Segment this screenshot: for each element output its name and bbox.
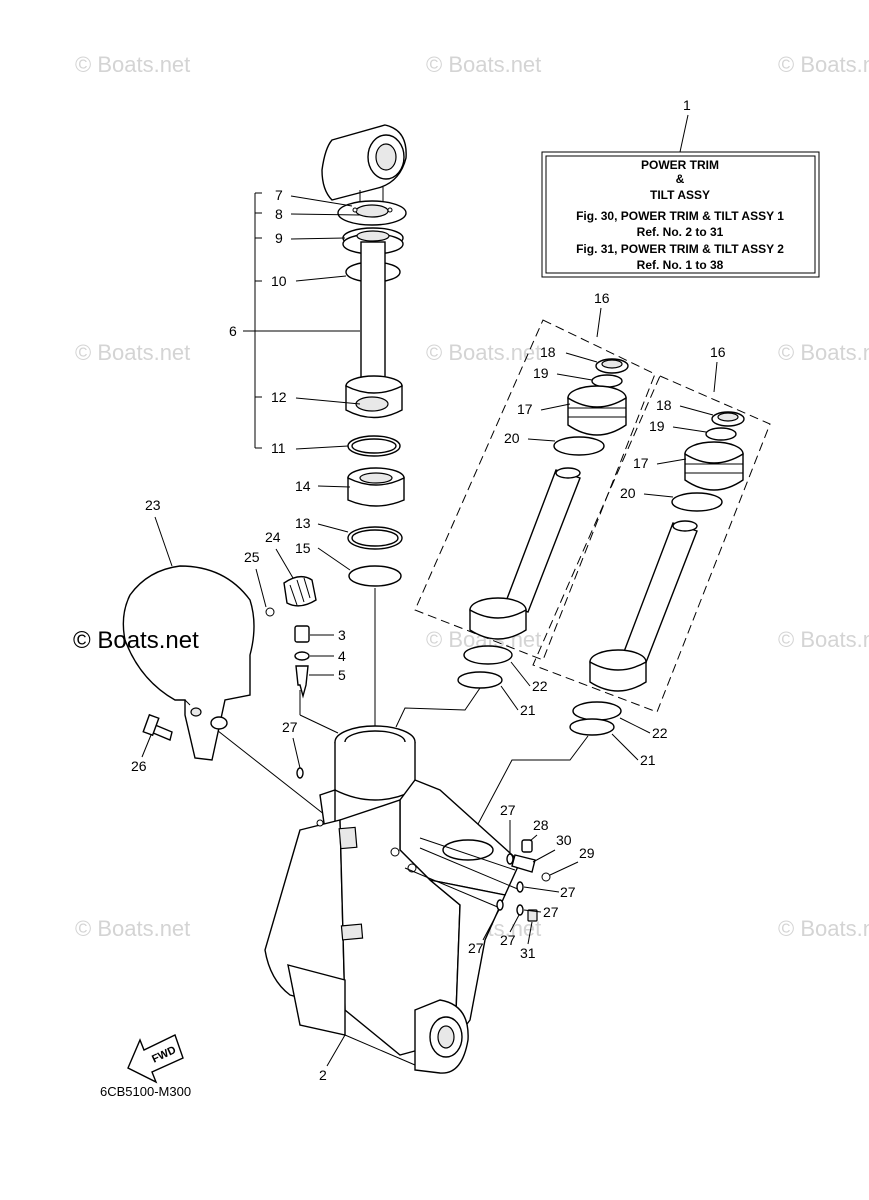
callout-29: 29	[579, 845, 595, 861]
title-line4: Fig. 30, POWER TRIM & TILT ASSY 1	[576, 209, 784, 223]
title-line7: Ref. No. 1 to 38	[637, 258, 724, 272]
callout-10: 10	[271, 273, 287, 289]
title-line1: POWER TRIM	[641, 158, 719, 172]
watermark: © Boats.net	[75, 52, 190, 77]
title-box: 1 POWER TRIM & TILT ASSY Fig. 30, POWER …	[541, 97, 820, 278]
trim-cylinder-right	[532, 375, 771, 736]
watermark: © Boats.net	[778, 52, 869, 77]
callout-17b: 17	[633, 455, 649, 471]
callout-13: 13	[295, 515, 311, 531]
watermark: © Boats.net	[426, 52, 541, 77]
callout-16b: 16	[710, 344, 726, 360]
diagram-code: 6CB5100-M300	[100, 1084, 191, 1099]
fwd-arrow-icon: FWD	[127, 1034, 184, 1084]
callout-22b: 22	[652, 725, 668, 741]
tilt-cylinder	[321, 124, 407, 738]
callout-14: 14	[295, 478, 311, 494]
watermark: © Boats.net	[778, 340, 869, 365]
small-parts	[296, 767, 551, 922]
watermark: © Boats.net	[426, 340, 541, 365]
callout-12: 12	[271, 389, 287, 405]
callout-21b: 21	[640, 752, 656, 768]
watermark: © Boats.net	[778, 627, 869, 652]
callout-16a: 16	[594, 290, 610, 306]
callout-7: 7	[275, 187, 283, 203]
callout-30: 30	[556, 832, 572, 848]
callout-22a: 22	[532, 678, 548, 694]
callout-31: 31	[520, 945, 536, 961]
callout-1: 1	[683, 97, 691, 113]
watermark: © Boats.net	[75, 340, 190, 365]
callout-27a: 27	[282, 719, 298, 735]
callout-24: 24	[265, 529, 281, 545]
assembly-lines	[212, 687, 589, 859]
callout-25: 25	[244, 549, 260, 565]
callout-5: 5	[338, 667, 346, 683]
callout-3: 3	[338, 627, 346, 643]
callouts: 7 8 9 10 6 12 11 14 13 15 23 24 25 26 3 …	[131, 187, 726, 1083]
callout-21a: 21	[520, 702, 536, 718]
callout-8: 8	[275, 206, 283, 222]
watermark-dark: © Boats.net	[73, 627, 199, 654]
callout-11: 11	[271, 440, 286, 456]
callout-27e: 27	[468, 940, 484, 956]
callout-20a: 20	[504, 430, 520, 446]
callout-17a: 17	[517, 401, 533, 417]
callout-27b: 27	[500, 802, 516, 818]
callout-19b: 19	[649, 418, 665, 434]
watermark: © Boats.net	[778, 916, 869, 941]
callout-bracket-6	[243, 192, 361, 571]
callout-9: 9	[275, 230, 283, 246]
watermarks: © Boats.net © Boats.net © Boats.net © Bo…	[75, 52, 869, 941]
callout-28: 28	[533, 817, 549, 833]
callout-26: 26	[131, 758, 147, 774]
callout-18a: 18	[540, 344, 556, 360]
callout-4: 4	[338, 648, 346, 664]
title-line6: Fig. 31, POWER TRIM & TILT ASSY 2	[576, 242, 784, 256]
title-line5: Ref. No. 2 to 31	[637, 225, 724, 239]
callout-19a: 19	[533, 365, 549, 381]
manual-valve	[294, 625, 310, 699]
trim-cylinder-left	[414, 319, 656, 689]
callout-27d: 27	[543, 904, 559, 920]
callout-2: 2	[319, 1067, 327, 1083]
callout-27f: 27	[500, 932, 516, 948]
tilt-body	[264, 725, 521, 1074]
callout-15: 15	[295, 540, 311, 556]
title-line3: TILT ASSY	[650, 188, 710, 202]
watermark: © Boats.net	[75, 916, 190, 941]
callout-27c: 27	[560, 884, 576, 900]
callout-23: 23	[145, 497, 161, 513]
callout-18b: 18	[656, 397, 672, 413]
stern-bracket	[122, 565, 317, 761]
title-line2: &	[676, 172, 685, 186]
callout-20b: 20	[620, 485, 636, 501]
callout-6: 6	[229, 323, 237, 339]
